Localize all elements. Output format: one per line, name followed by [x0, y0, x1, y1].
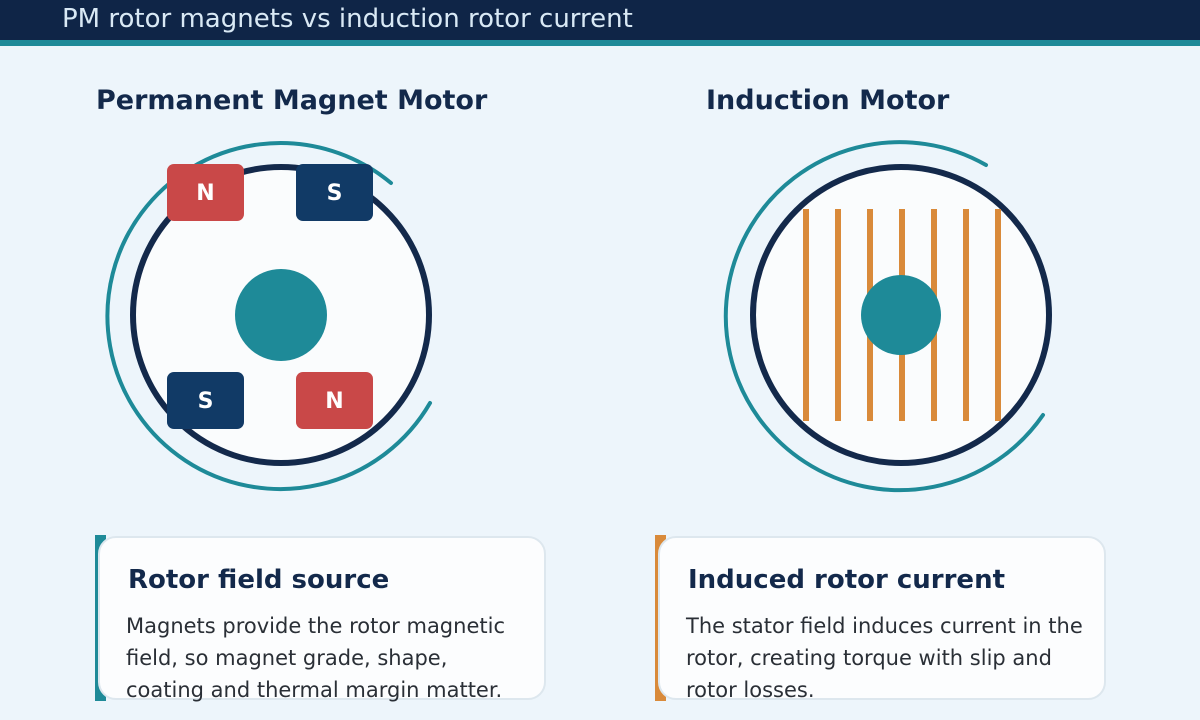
induction-rotor-shaft: [861, 275, 941, 355]
motor-diagrams: N S S N: [105, 140, 1052, 493]
magnet-north-top-left: N: [167, 164, 244, 221]
induction-field-arc-outer: [723, 140, 1045, 493]
rotor-field-source-card: Rotor field source: [98, 536, 546, 700]
induced-rotor-current-card: Induced rotor current: [658, 536, 1106, 700]
card-title: Induced rotor current: [688, 565, 1006, 595]
card-body-text: The stator field induces current in the …: [686, 614, 1083, 702]
header-bar: PM rotor magnets vs induction rotor curr…: [0, 0, 1200, 40]
magnet-label: N: [196, 181, 214, 206]
magnet-south-top-right: S: [296, 164, 373, 221]
magnet-label: S: [327, 181, 343, 206]
card-body-text: Magnets provide the rotor magnetic field…: [126, 614, 505, 702]
magnet-label: S: [198, 389, 214, 414]
pm-motor-diagram: N S S N: [105, 141, 432, 492]
magnet-north-bottom-right: N: [296, 372, 373, 429]
magnet-south-bottom-left: S: [167, 372, 244, 429]
pm-field-arc-outer: [105, 141, 432, 492]
induction-motor-diagram: [723, 140, 1052, 493]
magnet-label: N: [325, 389, 343, 414]
card-title: Rotor field source: [128, 565, 390, 595]
induction-motor-heading: Induction Motor: [706, 85, 950, 116]
header-accent-line: [0, 40, 1200, 46]
pm-motor-heading: Permanent Magnet Motor: [96, 85, 488, 116]
page-title: PM rotor magnets vs induction rotor curr…: [62, 4, 633, 34]
pm-rotor-shaft: [235, 269, 327, 361]
